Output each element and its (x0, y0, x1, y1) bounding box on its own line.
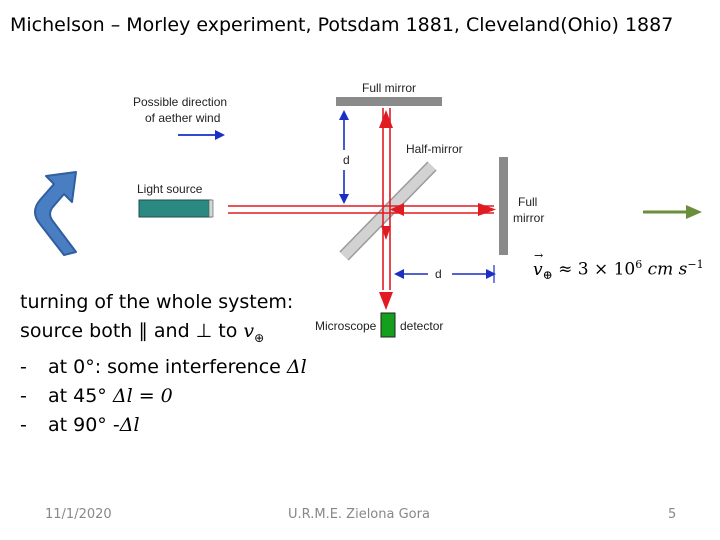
full-mirror-right-label-1: Full (518, 195, 537, 209)
half-mirror-label: Half-mirror (406, 142, 463, 156)
body-line-2-text: source both ∥ and ⊥ to (20, 320, 244, 342)
bullet-1: -at 45° Δl = 0 (20, 382, 350, 411)
bullet-2: -at 90° -Δl (20, 411, 350, 440)
full-mirror-right (499, 157, 508, 255)
microscope-label: Microscope (315, 319, 377, 333)
formula-unit-exponent: −1 (687, 258, 704, 271)
beam-arrow-right (478, 203, 496, 216)
formula-exponent: 6 (635, 258, 643, 271)
detector-label: detector (400, 319, 443, 333)
body-line-1: turning of the whole system: (20, 291, 294, 313)
page-number: 5 (668, 507, 677, 522)
full-mirror-right-label-2: mirror (513, 211, 544, 225)
light-source-box (138, 199, 212, 218)
footer-date: 11/1/2020 (45, 507, 112, 522)
aether-velocity-formula: v→ ⊕ ≈ 3 × 106 cm s−1 (533, 249, 704, 283)
full-mirror-top-label: Full mirror (362, 81, 416, 95)
beam-arrow-left-split (390, 203, 404, 216)
bullet-text: at 0°: some interference (48, 355, 287, 378)
beam-arrow-down (379, 292, 393, 310)
beam-arrow-up (379, 110, 393, 128)
d-horizontal-label: d (435, 267, 442, 281)
bullet-dash: - (20, 384, 27, 407)
velocity-symbol: v (533, 259, 543, 280)
beam-arrow-down-mid (381, 226, 391, 240)
bullet-math: Δl (286, 355, 307, 378)
bullet-dash: - (20, 413, 27, 436)
bullet-math: Δl = 0 (112, 384, 173, 407)
earth-subscript: ⊕ (542, 268, 553, 283)
body-line-2: source both ∥ and ⊥ to v⊕ (20, 317, 350, 353)
light-source-label: Light source (137, 182, 203, 196)
bullet-0: -at 0°: some interference Δl (20, 353, 350, 382)
body-text: turning of the whole system: source both… (20, 288, 350, 440)
formula-approx: ≈ 3 × 10 (552, 259, 636, 280)
bullet-text: at 45° (48, 384, 113, 407)
bullet-math: Δl (119, 413, 140, 436)
aether-wind-label-2: of aether wind (145, 111, 220, 125)
rotate-system-icon (34, 171, 77, 256)
body-earth-subscript: ⊕ (254, 330, 265, 345)
slide-title: Michelson – Morley experiment, Potsdam 1… (10, 14, 674, 36)
d-vertical-label: d (343, 153, 350, 167)
aether-wind-label-1: Possible direction (133, 95, 227, 109)
bullet-text: at 90° - (48, 413, 120, 436)
bullet-dash: - (20, 355, 27, 378)
velocity-arrow-icon: → (534, 249, 544, 262)
full-mirror-top (336, 97, 442, 106)
formula-unit: cm s (642, 259, 688, 280)
light-beams (228, 108, 494, 290)
body-velocity-symbol: v (243, 320, 255, 342)
detector-box (380, 312, 396, 338)
footer-center: U.R.M.E. Zielona Gora (288, 507, 430, 522)
